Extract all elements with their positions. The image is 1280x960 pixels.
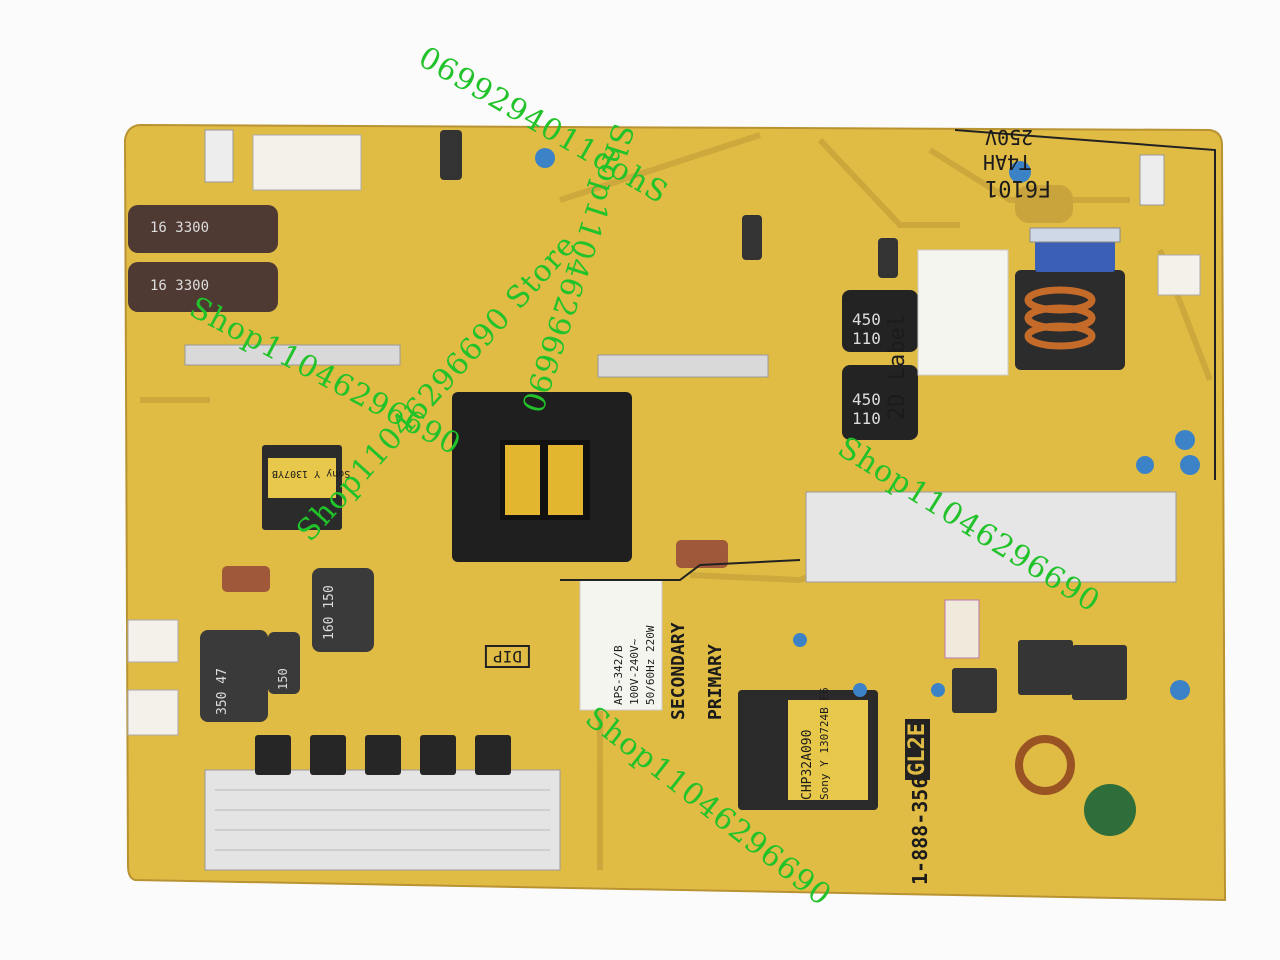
transformer-core-left	[505, 445, 540, 515]
cap-150-text: 150	[276, 668, 290, 690]
aux-transformer-label	[788, 700, 868, 800]
fuse-voltage: 250V	[985, 125, 1034, 149]
aux-transformer-text: CHP32A090	[800, 729, 815, 800]
heatsink-bottom	[204, 769, 561, 871]
heatsink-right	[805, 491, 1177, 583]
toroid-inductor	[1015, 735, 1075, 795]
bulk-cap-1	[842, 290, 918, 352]
cap-small-top	[440, 130, 462, 180]
cap-3300-a	[128, 205, 278, 253]
transformer-core-right	[548, 445, 583, 515]
bulk-cap-2-text: 450 110	[852, 390, 881, 428]
aux-transformer-text-2: Sony Y 130724B E6	[818, 687, 831, 800]
connector-left-2	[127, 689, 179, 736]
primary-secondary-divider	[560, 559, 801, 581]
primary-label: PRIMARY	[705, 644, 726, 720]
cap-3300-b	[128, 262, 278, 312]
heatsink-bottom-fins	[215, 789, 550, 851]
cap-small-mid	[742, 215, 762, 260]
white-capacitor	[944, 599, 980, 659]
connector-right	[1157, 254, 1201, 296]
sticker-rating: 100V-240V~	[628, 638, 641, 705]
fuse-ref: F6101	[985, 175, 1052, 200]
sticker-model: APS-342/B	[612, 645, 625, 705]
y-capacitor-yellow	[1015, 185, 1073, 223]
cap-3300-b-text: 16 3300	[150, 278, 210, 294]
secondary-label: SECONDARY	[668, 622, 689, 720]
qr-sticker	[917, 249, 1009, 376]
cap-3300-a-text: 16 3300	[150, 220, 210, 236]
connector-top	[252, 134, 362, 191]
relay-2	[1072, 645, 1127, 700]
mount-tab-top-left	[204, 129, 234, 183]
rating-sticker	[579, 579, 663, 711]
cap-small-right	[878, 238, 898, 278]
x-capacitor	[1035, 240, 1115, 272]
heatsink-top-left	[184, 344, 401, 366]
relay-1	[1018, 640, 1073, 695]
relay-3	[952, 668, 997, 713]
gl2e-logo: GL2E	[905, 719, 930, 780]
mount-tab-top-right	[1139, 154, 1165, 206]
sticker-freq: 50/60Hz 220W	[644, 625, 657, 705]
ceramic-capacitors	[535, 148, 1200, 700]
ntc-thermistor	[1084, 784, 1136, 836]
choke-windings	[1024, 286, 1096, 350]
cap-350-text: 350 47	[215, 668, 230, 715]
bulk-cap-1-text: 450 110	[852, 310, 881, 348]
cap-160	[312, 568, 374, 652]
heatsink-top-center	[597, 354, 769, 378]
bulk-cap-2	[842, 365, 918, 440]
cap-150	[268, 632, 300, 694]
cap-160-text: 160 150	[322, 585, 337, 640]
dip-label: DIP	[485, 645, 530, 668]
cap-350	[200, 630, 268, 722]
power-transistors	[255, 735, 511, 775]
fuse-rating: T4AH	[983, 150, 1032, 174]
connector-left-1	[127, 619, 179, 663]
small-transformer-label	[268, 458, 336, 498]
film-capacitor-2	[676, 540, 728, 568]
fuse	[1029, 227, 1121, 243]
primary-outline	[954, 129, 1216, 480]
film-capacitor	[222, 566, 270, 592]
